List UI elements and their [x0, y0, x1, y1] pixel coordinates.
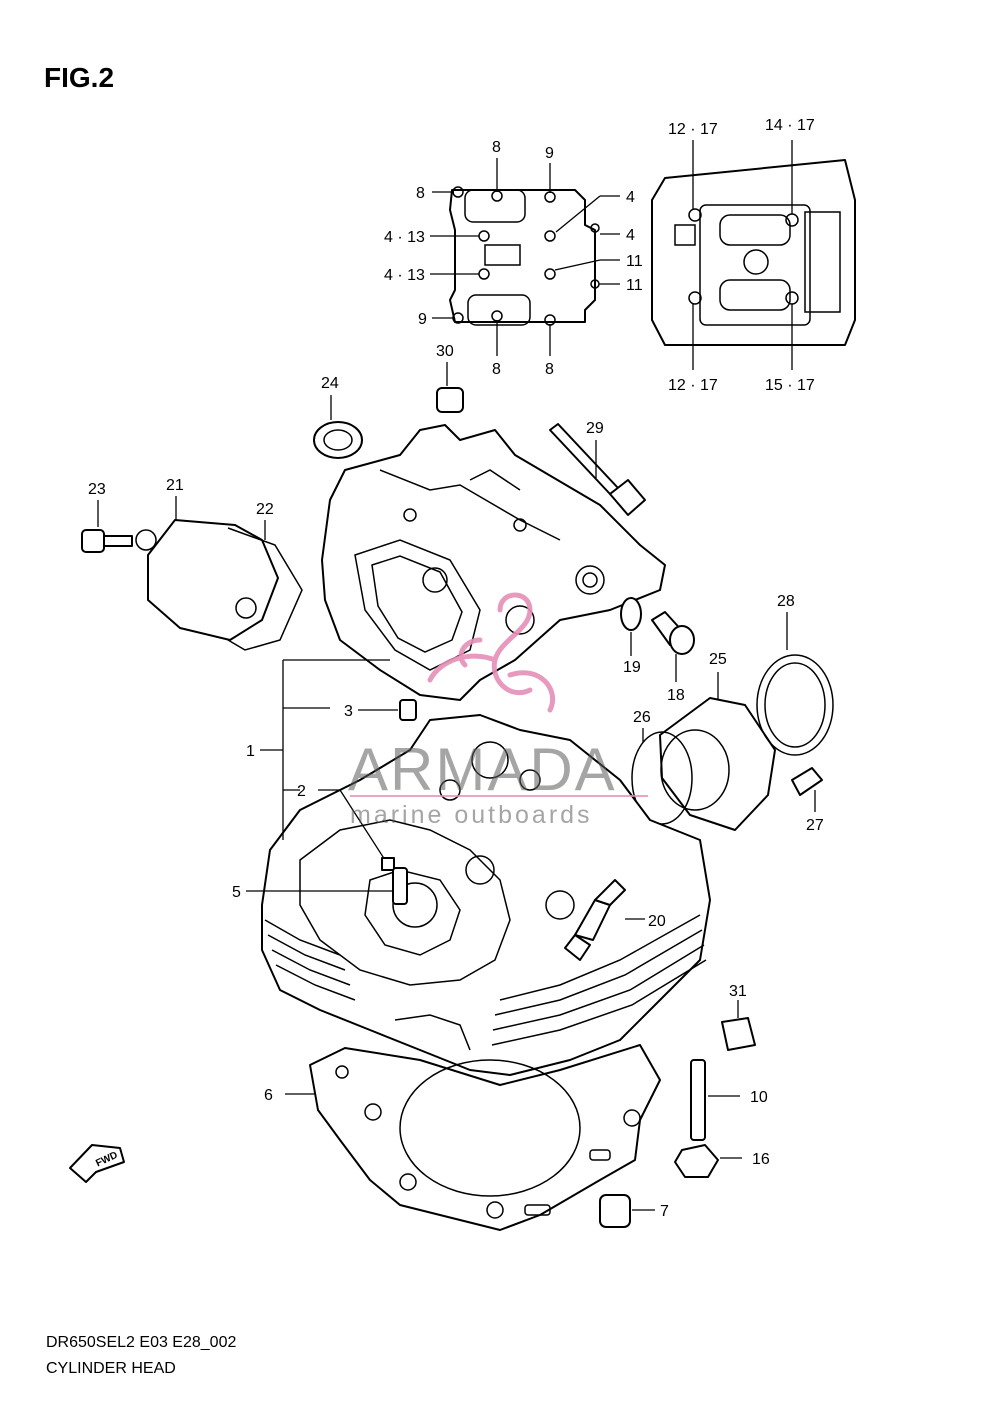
inset-callout-4-13-b: 4 · 13: [384, 267, 425, 284]
part-3-dowel: [358, 699, 417, 721]
part-6-head-gasket: [285, 1044, 661, 1231]
part-22-gasket: [227, 520, 303, 651]
callout-labels: 1 2 3 5 6 7 10 16 18 19 20 21 22 23 24 2…: [88, 117, 824, 1220]
part-1-cylinder-head: [261, 714, 711, 1076]
callout-29: 29: [586, 420, 604, 437]
part-5-leader: [246, 867, 408, 905]
inset-callout-8-left: 8: [416, 185, 425, 202]
part-24-seal: [313, 395, 363, 459]
figure-title: FIG.2: [44, 62, 115, 93]
callout-31: 31: [729, 983, 747, 1000]
inset-callout-14-17: 14 · 17: [765, 117, 815, 134]
callout-22: 22: [256, 501, 274, 518]
callout-20: 20: [648, 913, 666, 930]
part-20-spark-plug: [564, 879, 645, 961]
callout-24: 24: [321, 375, 339, 392]
inset-callout-8-top: 8: [492, 139, 501, 156]
model-code: DR650SEL2 E03 E28_002: [46, 1334, 237, 1351]
callout-23: 23: [88, 481, 106, 498]
figure-name: CYLINDER HEAD: [46, 1360, 176, 1377]
watermark-brand: ARMADA: [348, 736, 617, 803]
head-top-inset-right: [651, 140, 856, 370]
part-16-nut: [674, 1144, 742, 1178]
part-10-stud: [690, 1059, 740, 1141]
callout-6: 6: [264, 1087, 273, 1104]
callout-28: 28: [777, 593, 795, 610]
inset-callout-4-a: 4: [626, 189, 635, 206]
part-21-tappet-cover: [135, 496, 279, 641]
watermark-logo-icon: [427, 592, 556, 713]
callout-30: 30: [436, 343, 454, 360]
callout-26: 26: [633, 709, 651, 726]
callout-19: 19: [623, 659, 641, 676]
fwd-arrow-icon: FWD: [69, 1144, 125, 1183]
inset-callout-11-b: 11: [626, 277, 643, 294]
callout-21: 21: [166, 477, 184, 494]
inset-callout-4-13-a: 4 · 13: [384, 229, 425, 246]
inset-callout-4-b: 4: [626, 227, 635, 244]
callout-18: 18: [667, 687, 685, 704]
inset-callout-8-bottom-b: 8: [545, 361, 554, 378]
callout-25: 25: [709, 651, 727, 668]
callout-7: 7: [660, 1203, 669, 1220]
callout-10: 10: [750, 1089, 768, 1106]
watermark-tagline: marine outboards: [350, 801, 593, 829]
part-27-bolt: [791, 767, 823, 812]
callout-5: 5: [232, 884, 241, 901]
part-2-leader: [318, 789, 395, 871]
part-19-washer: [620, 597, 642, 656]
part-29-bolt: [549, 423, 646, 516]
inset-callout-12-17-top: 12 · 17: [668, 121, 718, 138]
head-cover-inset-left: [430, 158, 620, 356]
part-23-bolt: [81, 500, 133, 553]
armada-watermark: ARMADA marine outboards: [348, 592, 648, 829]
callout-16: 16: [752, 1151, 770, 1168]
callout-3: 3: [344, 703, 353, 720]
callout-2: 2: [297, 783, 306, 800]
inset-callout-8-bottom-a: 8: [492, 361, 501, 378]
inset-callout-9-top: 9: [545, 145, 554, 162]
part-18-bolt: [651, 611, 695, 682]
part-31-damper: [721, 1000, 756, 1051]
callout-27: 27: [806, 817, 824, 834]
assembly-bracket: [260, 659, 390, 840]
inset-callout-12-17-bottom: 12 · 17: [668, 377, 718, 394]
inset-callout-15-17: 15 · 17: [765, 377, 815, 394]
part-30-cap: [436, 362, 464, 413]
inset-callout-9-left: 9: [418, 311, 427, 328]
callout-1: 1: [246, 743, 255, 760]
part-7-dowel: [599, 1194, 655, 1228]
inset-callout-11-a: 11: [626, 253, 643, 270]
part-28-clamp: [756, 612, 834, 756]
